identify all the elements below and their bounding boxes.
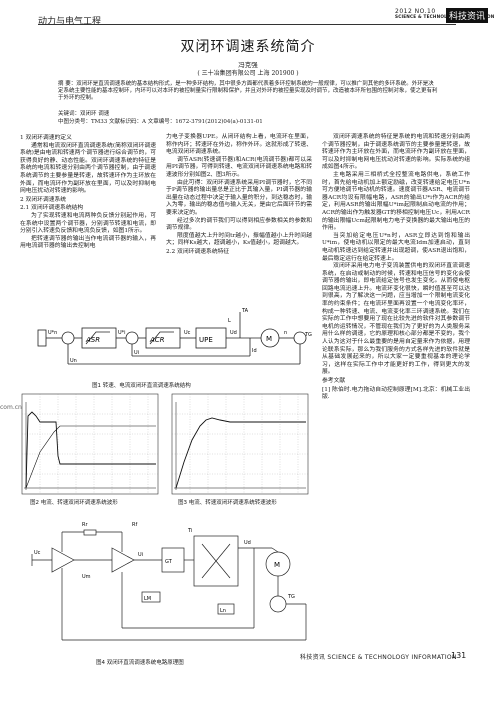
paragraph: 为了实现转速和电流两种负反馈分别起作用，可在系统中设置两个调节器，分别调节转速和… (20, 212, 156, 235)
paragraph: 经过多次的调节我们可以得到相应参数相关的参数和调节规律。 (166, 217, 312, 232)
figure-1-caption: 图1 转速、电流双闭环直流调速系统结构 (92, 383, 191, 389)
fig4-ti: Ti (187, 528, 192, 534)
section-heading: 2.1 双闭环调速系统结构 (20, 205, 84, 212)
column-1: 1 双闭环调速的定义通常和电流双闭环直流调速系统(简称双闭环调速系统)是由电流和… (20, 134, 156, 251)
section-name: 动力与电气工程 (38, 17, 102, 27)
figure-2-caption: 图2 电流、转速双闭环调速系统波形 (30, 500, 118, 506)
fig1-ui-star: U*i (118, 330, 126, 336)
column-3: 双闭环调速系统的特征是系统的电流和转速分别由两个调节器控制，由于调速系统调节的主… (322, 134, 470, 402)
fig1-ui: Ui (134, 350, 139, 356)
fig1-upe-label: UPE (199, 336, 213, 344)
paragraph: 把转速调节器的输出当作电流调节器的输入，再用电流调节器的输出去控制电 (20, 235, 156, 250)
fig1-ta-label: TA (241, 308, 249, 314)
fig4-tg: TG (287, 594, 295, 600)
page-number: 131 (451, 651, 467, 660)
fig1-id: Id (252, 348, 257, 354)
author-affiliation: ( 三十冶集团有限公司 上海 201900 ) (197, 70, 299, 77)
paragraph: 力电子变换器UPE。从闭环结构上看，电流环在里面，称作内环；转速环在外边，称作外… (166, 134, 312, 156)
fig4-m: M (274, 561, 280, 569)
fig1-l: L (228, 318, 231, 324)
fig4-gt: GT (165, 559, 173, 565)
fig4-ui: Ui (138, 552, 143, 558)
header-divider (38, 24, 456, 25)
fig1-un: Un (70, 358, 77, 364)
figure-4-circuit: Rr Rf Uc Ui Um LM Ti GT Ud Ln TG M (31, 522, 307, 641)
abstract: 摘 要：双闭环是直流调速系统的基本结构形式，是一种多环结构，其中很多方面都代表着… (58, 81, 438, 102)
paragraph: 调节ASR(转速调节器)和ACR(电流调节器)都可以采用PI调节器，可得到转速、… (166, 156, 312, 178)
paragraph: 双闭环采用电力电子变流装置供电的双闭环直流调速系统，在启动或制动的时候，转速和电… (322, 263, 470, 376)
figure-2-waveform (21, 393, 159, 495)
figure-3-caption: 图3 电流、转速双闭环调速系统转速波形 (178, 500, 277, 506)
fig1-n: n (284, 330, 287, 336)
section-heading: 参考文献 (322, 378, 346, 384)
paragraph: 由此可得：双闭环调速系统采用PI调节器时，它不同于P调节器的输出量总是正比于其输… (166, 179, 312, 216)
fig4-rr: Rr (82, 522, 88, 528)
figure-3-waveform (171, 393, 309, 495)
section-heading: 2 双闭环调速系统 (20, 196, 67, 203)
magazine-name-en: SCIENCE & TECHNOLOGY INFORMATION (395, 14, 495, 19)
fig4-ud: Ud (244, 540, 251, 546)
paragraph: 当突加给定电压U*n时，ASR立即达到饱和输出U*im，使电动机以限定的最大电流… (322, 232, 470, 262)
magazine-name-cn: 科技资讯 (446, 8, 489, 23)
paragraph: 主电路采用三相桥式全控整流电路供电，系统工作时，首先给电动机加上额定励磁，改变转… (322, 171, 470, 232)
fig1-uc: Uc (184, 330, 191, 336)
fig1-acr-label: ACR (149, 336, 165, 344)
paragraph: 限度值越大上升时间tr越小，振幅值越小上升时间越大；同样Ks越大，超调越小，Ks… (166, 232, 312, 247)
watermark: com.cn (0, 404, 22, 411)
figure-1-diagram: ASR ACR UPE TA M TG U*n U*i Ui Un Uc Ud … (37, 308, 312, 365)
fig4-um: Um (82, 574, 91, 580)
figure-4-caption: 图4 双闭环直流调速系统电路原理图 (96, 660, 184, 666)
fig1-un-star: U*n (48, 330, 57, 336)
paragraph: 通常和电流双闭环直流调速系统(简称双闭环调速系统)是由电流和转速两个调节器进行综… (20, 142, 156, 195)
classification-line: 中图分类号：TM33 文献标识码：A 文章编号：1672-3791(2012)0… (58, 119, 263, 125)
section-heading: 2.2 双闭环调速系统特征 (166, 248, 230, 255)
footer-journal: 科技资讯 SCIENCE & TECHNOLOGY INFORMATION (300, 654, 457, 661)
fig1-m-label: M (266, 335, 272, 343)
fig1-asr-label: ASR (85, 336, 100, 344)
fig4-uc: Uc (34, 550, 41, 556)
fig4-ln: Ln (220, 608, 226, 614)
article-title: 双闭环调速系统简介 (180, 39, 316, 55)
section-heading: [1] 陈伯时.电力拖动自动控制原理[M].北京：机械工业出版. (322, 386, 470, 401)
fig1-ud: Ud (230, 330, 237, 336)
fig4-rf: Rf (132, 522, 137, 528)
section-heading: 1 双闭环调速的定义 (20, 135, 72, 141)
column-2: 力电子变换器UPE。从闭环结构上看，电流环在里面，称作内环；转速环在外边，称作外… (166, 134, 312, 257)
issue-number: 2012 NO.10 (395, 8, 436, 15)
fig1-tg-label: TG (304, 332, 312, 338)
paragraph: 双闭环调速系统的特征是系统的电流和转速分别由两个调节器控制，由于调速系统调节的主… (322, 134, 470, 171)
article-author: 冯克强 (238, 61, 258, 69)
keywords: 关键词：双闭环 调速 (58, 111, 110, 117)
fig4-lm: LM (144, 596, 151, 602)
